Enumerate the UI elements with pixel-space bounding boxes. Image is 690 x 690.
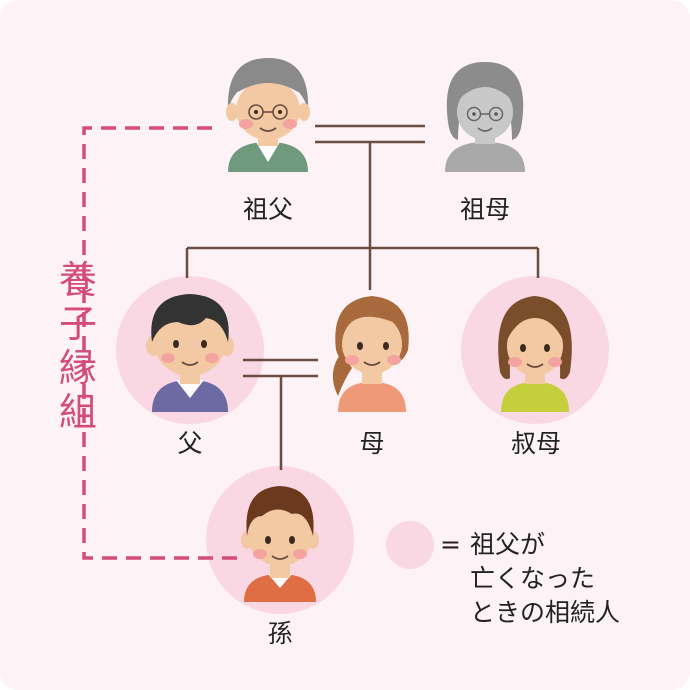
grandfather-figure bbox=[226, 58, 310, 172]
father-figure bbox=[146, 294, 234, 412]
adoption-char: 組 bbox=[58, 390, 97, 434]
adoption-char: 養 bbox=[58, 258, 97, 302]
label-grandfather: 祖父 bbox=[242, 195, 293, 224]
adoption-label: 養 子 縁 組 bbox=[56, 258, 100, 434]
legend-circle bbox=[386, 521, 434, 569]
adoption-char: 子 bbox=[58, 302, 97, 346]
legend-symbol: = bbox=[440, 530, 461, 559]
family-lines bbox=[185, 124, 540, 470]
legend-line-3: ときの相続人 bbox=[470, 598, 621, 627]
grandchild-figure bbox=[241, 486, 319, 602]
adoption-char: 縁 bbox=[58, 346, 97, 390]
label-grandchild: 孫 bbox=[267, 619, 293, 648]
label-father: 父 bbox=[177, 429, 203, 458]
adoption-dashed-line bbox=[82, 126, 238, 560]
legend-line-1: 祖父が bbox=[470, 530, 546, 559]
grandmother-figure bbox=[445, 62, 525, 172]
label-grandmother: 祖母 bbox=[459, 195, 510, 224]
label-mother: 母 bbox=[359, 429, 385, 458]
aunt-figure bbox=[498, 296, 572, 412]
label-aunt: 叔母 bbox=[510, 429, 561, 458]
legend-line-2: 亡くなった bbox=[470, 564, 596, 593]
mother-figure bbox=[332, 296, 409, 412]
